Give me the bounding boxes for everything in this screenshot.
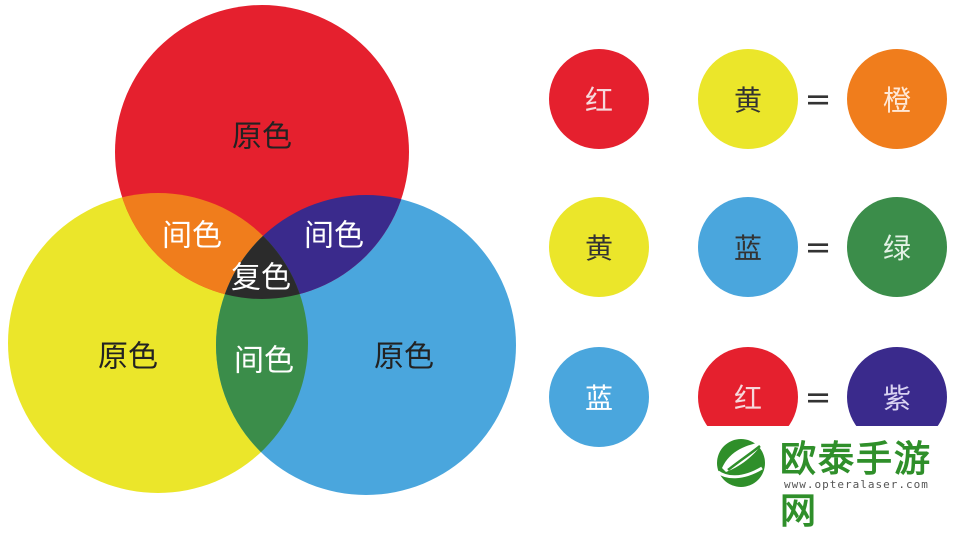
yellow-input-circle: 黄 [698,49,798,149]
site-watermark: 欧泰手游网 www.opteralaser.com [704,426,959,532]
orange-result-circle: 橙 [847,49,947,149]
watermark-url-text: www.opteralaser.com [784,478,929,491]
orange-overlap [115,193,308,299]
label-purple-secondary: 间色 [304,219,364,254]
label-orange-secondary: 间色 [162,219,222,254]
blue-input-circle: 蓝 [698,197,798,297]
equals-sign: = [804,80,832,118]
label-center-tertiary: 复色 [231,261,291,296]
red-input-circle: 红 [549,49,649,149]
equals-sign: = [804,378,832,416]
equation-row-green: 黄 + 蓝 = 绿 [548,197,948,299]
yellow-input-circle: 黄 [549,197,649,297]
equals-sign: = [804,228,832,266]
color-venn-diagram: 原色 原色 原色 间色 间色 间色 复色 [8,5,516,495]
green-result-circle: 绿 [847,197,947,297]
leaf-logo-icon [717,439,765,487]
label-blue-primary: 原色 [374,340,434,375]
equation-row-orange: 红 + 黄 = 橙 [548,49,948,151]
label-red-primary: 原色 [232,120,292,155]
blue-input-circle: 蓝 [549,347,649,447]
label-green-secondary: 间色 [234,344,294,379]
label-yellow-primary: 原色 [98,340,158,375]
purple-overlap [216,195,409,299]
watermark-brand-text: 欧泰手游网 [780,439,933,532]
